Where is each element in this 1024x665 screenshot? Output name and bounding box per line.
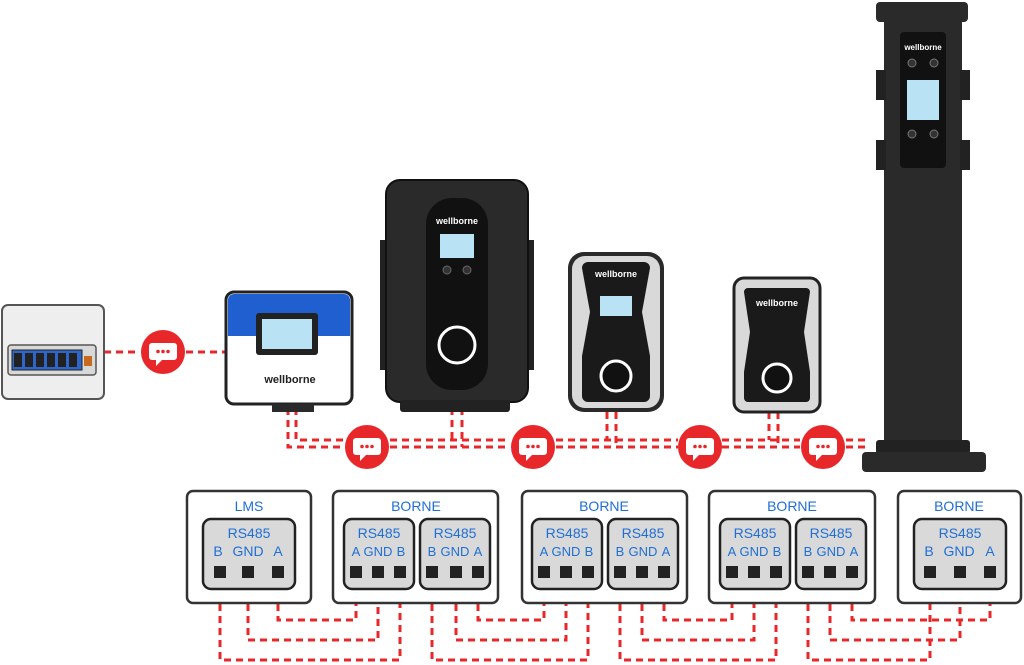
charger-4-brand: wellborne bbox=[903, 43, 942, 52]
box-title: LMS bbox=[235, 498, 264, 514]
pin-label: B bbox=[804, 544, 813, 559]
rs485-header: RS485 bbox=[434, 525, 477, 541]
pin-label: GND bbox=[364, 544, 393, 559]
pin-label: B bbox=[616, 544, 625, 559]
lms-device: wellborne bbox=[224, 290, 354, 412]
rs485-header: RS485 bbox=[939, 525, 982, 541]
pin-label: A bbox=[985, 543, 995, 559]
charger-wallbox-large: wellborne bbox=[380, 179, 534, 412]
box-title: BORNE bbox=[767, 498, 817, 514]
rs485-header: RS485 bbox=[546, 525, 589, 541]
borne-terminal-box: BORNE RS485 A GND B RS485 B GND A bbox=[331, 489, 500, 605]
pin-label: B bbox=[213, 543, 222, 559]
chat-bubble-icon bbox=[141, 330, 185, 374]
electrical-panel-icon bbox=[1, 304, 105, 400]
lms-brand-label: wellborne bbox=[263, 374, 315, 386]
charger-wallbox-silver: wellborne bbox=[568, 252, 664, 412]
rs485-header: RS485 bbox=[358, 525, 401, 541]
pin-label: GND bbox=[740, 544, 769, 559]
chat-bubble-icon bbox=[345, 425, 389, 469]
rs485-header: RS485 bbox=[622, 525, 665, 541]
box-title: BORNE bbox=[579, 498, 629, 514]
chat-bubble-icon bbox=[801, 425, 845, 469]
pin-label: B bbox=[428, 544, 437, 559]
box-title: BORNE bbox=[934, 498, 984, 514]
pin-label: GND bbox=[232, 543, 263, 559]
pin-label: A bbox=[850, 544, 859, 559]
charger-3-brand: wellborne bbox=[755, 298, 798, 308]
charger-2-brand: wellborne bbox=[594, 269, 637, 279]
charger-1-brand: wellborne bbox=[435, 216, 478, 226]
lms-terminal-box: LMS RS485 B GND A bbox=[185, 489, 313, 605]
pin-label: A bbox=[273, 543, 283, 559]
pin-label: GND bbox=[441, 544, 470, 559]
borne-terminal-box: BORNE RS485 A GND B RS485 B GND A bbox=[520, 489, 689, 605]
pin-label: B bbox=[924, 543, 933, 559]
pin-label: B bbox=[585, 544, 594, 559]
pin-label: B bbox=[397, 544, 406, 559]
rs485-header: RS485 bbox=[228, 525, 271, 541]
borne-terminal-box: BORNE RS485 B GND A bbox=[896, 489, 1023, 605]
pin-label: A bbox=[474, 544, 483, 559]
pin-label: A bbox=[662, 544, 671, 559]
rs485-header: RS485 bbox=[810, 525, 853, 541]
network-wires bbox=[104, 350, 866, 449]
charger-post: wellborne bbox=[862, 2, 986, 472]
rs485-header: RS485 bbox=[734, 525, 777, 541]
pin-label: A bbox=[728, 544, 737, 559]
pin-label: GND bbox=[552, 544, 581, 559]
borne-terminal-box: BORNE RS485 A GND B RS485 B GND A bbox=[707, 489, 877, 605]
pin-label: B bbox=[773, 544, 782, 559]
box-title: BORNE bbox=[391, 498, 441, 514]
pin-label: A bbox=[352, 544, 361, 559]
chat-bubble-icon bbox=[678, 425, 722, 469]
pin-label: A bbox=[540, 544, 549, 559]
pin-label: GND bbox=[943, 543, 974, 559]
charger-wallbox-compact: wellborne bbox=[732, 276, 822, 414]
pin-label: GND bbox=[629, 544, 658, 559]
chat-bubble-icon bbox=[511, 425, 555, 469]
pin-label: GND bbox=[817, 544, 846, 559]
